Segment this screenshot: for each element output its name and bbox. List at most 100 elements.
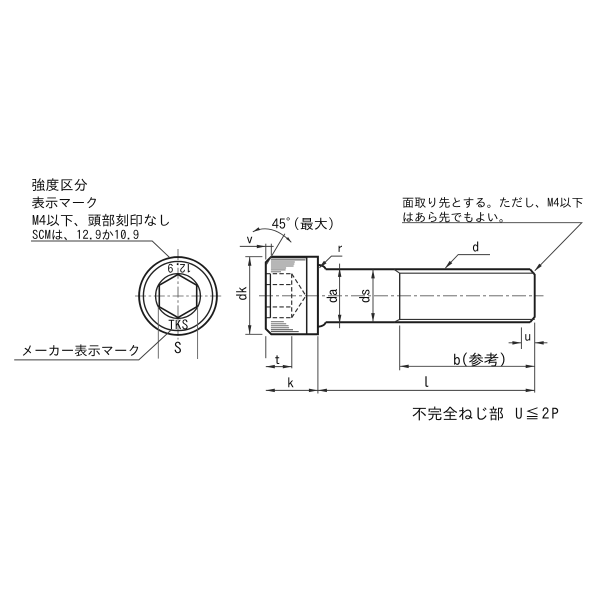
strength-note-line1-glyphs [32,178,88,192]
b-label: b(参考) [453,351,506,369]
k-arrow-left [265,388,275,393]
strength-note-line4: SCMは、12.9か10.9 [32,229,139,241]
dim-l: l [317,374,535,393]
dim-r: r [318,242,343,269]
under-head-fillet-top [317,263,327,270]
u-label: u [524,329,533,345]
chamfer-note-line1-glyphs [402,197,583,208]
chamfer-note: 面取り先とする。ただし、M4以下 はあら先でもよい。 [402,196,589,272]
r-label-text: r [337,242,343,257]
u-label-glyphs [525,334,531,341]
ds-label-text: ds [358,286,374,303]
chamfer-angle-arrow-left [252,227,260,232]
strength-stamp-glyphs [168,263,191,273]
maker-mark-note-glyphs [22,344,139,357]
d-label-glyphs [472,241,479,252]
k-label-glyphs [288,377,294,388]
da-arrow-top [337,267,342,277]
dim-dk: dk [236,256,263,335]
thread-runout-top [393,268,401,274]
under-head-fillet-bottom [317,321,327,328]
chamfer-angle-arrow-right [286,237,292,243]
dim-t: t [265,336,293,369]
u-arrow-left [512,341,522,345]
v-label-glyphs [246,236,253,244]
l-label-glyphs [425,376,429,387]
head-outline [264,255,319,336]
maker-mark-leader [14,330,171,361]
da-label: da [326,285,342,303]
chamfer-angle-label-glyphs [272,217,333,231]
dk-arrow-top [247,256,252,266]
ds-label: ds [358,286,374,303]
strength-note-line3: M4以下、頭部刻印なし [32,213,170,227]
dim-b: b(参考) [399,322,536,393]
u-label-text: u [524,329,533,345]
da-arrow-bottom [337,314,342,324]
chamfer-note-line1: 面取り先とする。ただし、M4以下 [402,196,589,210]
dim-ds: ds [358,269,375,323]
chamfer-angle-construction-line [265,233,286,266]
k-arrow-right [308,388,318,393]
v-label: v [246,232,254,248]
v-arrow [256,244,266,249]
dk-arrow-bottom [247,325,252,335]
head-front-view: 12.9 TKS S [135,249,222,359]
dim-d: d [444,241,490,269]
da-label-glyphs [326,289,338,303]
maker-stamp: TKS [167,318,194,334]
l-label: l [422,374,429,392]
l-arrow-right [525,388,535,393]
dim-u: u [508,327,548,349]
socket-hidden-cone-lower [291,295,307,319]
ds-arrow-bottom [371,313,375,323]
r-label: r [337,242,343,257]
strength-stamp: 12.9 [168,263,191,273]
ds-arrow-top [371,269,375,279]
t-label: t [274,353,280,369]
s-width-label-text: S [174,339,184,358]
thread-runout-bottom [393,318,400,323]
screw-side-view [259,255,544,336]
hex-socket-outline [158,273,198,319]
head-outer-circle [138,256,218,336]
maker-mark-note-text: メーカー表示マーク [21,343,141,359]
dim-k: k [265,336,319,394]
chamfer-note-line1-text: 面取り先とする。ただし、M4以下 [402,196,589,210]
b-label-glyphs [454,352,505,367]
k-label-text: k [287,376,296,392]
b-label-text: b(参考) [453,351,506,369]
dim-v: v [239,232,274,260]
chamfer-note-arrow [534,263,542,272]
dk-label-glyphs [236,286,247,300]
t-arrow-left [265,364,275,369]
strength-note-line2: 表示マーク [31,196,96,209]
chamfer-note-line2: はあら先でもよい。 [403,211,503,223]
b-arrow-left [399,364,409,369]
r-arrow [318,260,327,269]
maker-stamp-text: TKS [167,318,194,334]
chamfer-angle-label: 45°(最大) [272,217,333,231]
b-arrow-right [525,364,535,369]
t-label-glyphs [275,355,280,364]
u-arrow-right [534,341,544,345]
dk-label: dk [236,286,247,300]
v-label-text: v [246,232,254,248]
incomplete-thread-note: 不完全ねじ部 U≦2P [412,405,563,423]
l-label-text: l [422,374,426,392]
k-label: k [287,376,296,392]
dim-da: da [326,263,342,329]
strength-note-line2-glyphs [31,196,96,209]
socket-hidden-cone-upper [291,273,307,297]
strength-note-line1: 強度区分 [32,178,88,192]
chamfer-note-line2-glyphs [403,211,503,223]
strength-note: 強度区分 表示マーク M4以下、頭部刻印なし SCMは、12.9か10.9 [31,178,170,241]
t-label-text: t [274,353,280,369]
d-label: d [472,241,479,252]
incomplete-thread-note-text: 不完全ねじ部 U≦2P [412,405,563,423]
strength-note-leader [31,240,171,259]
da-label-text: da [326,285,342,303]
